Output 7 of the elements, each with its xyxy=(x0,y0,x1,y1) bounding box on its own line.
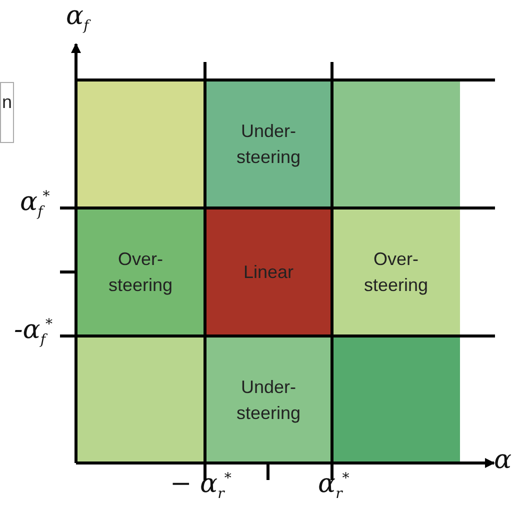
axis-label: α xyxy=(494,446,512,474)
region-cell: Under-steering xyxy=(205,80,332,208)
region-cell: Linear xyxy=(205,208,332,336)
region-cell: Over-steering xyxy=(332,208,460,336)
region-cell: Over-steering xyxy=(76,208,205,336)
region-cell: Under-steering xyxy=(205,336,332,463)
clipped-text-box: n xyxy=(0,82,14,143)
